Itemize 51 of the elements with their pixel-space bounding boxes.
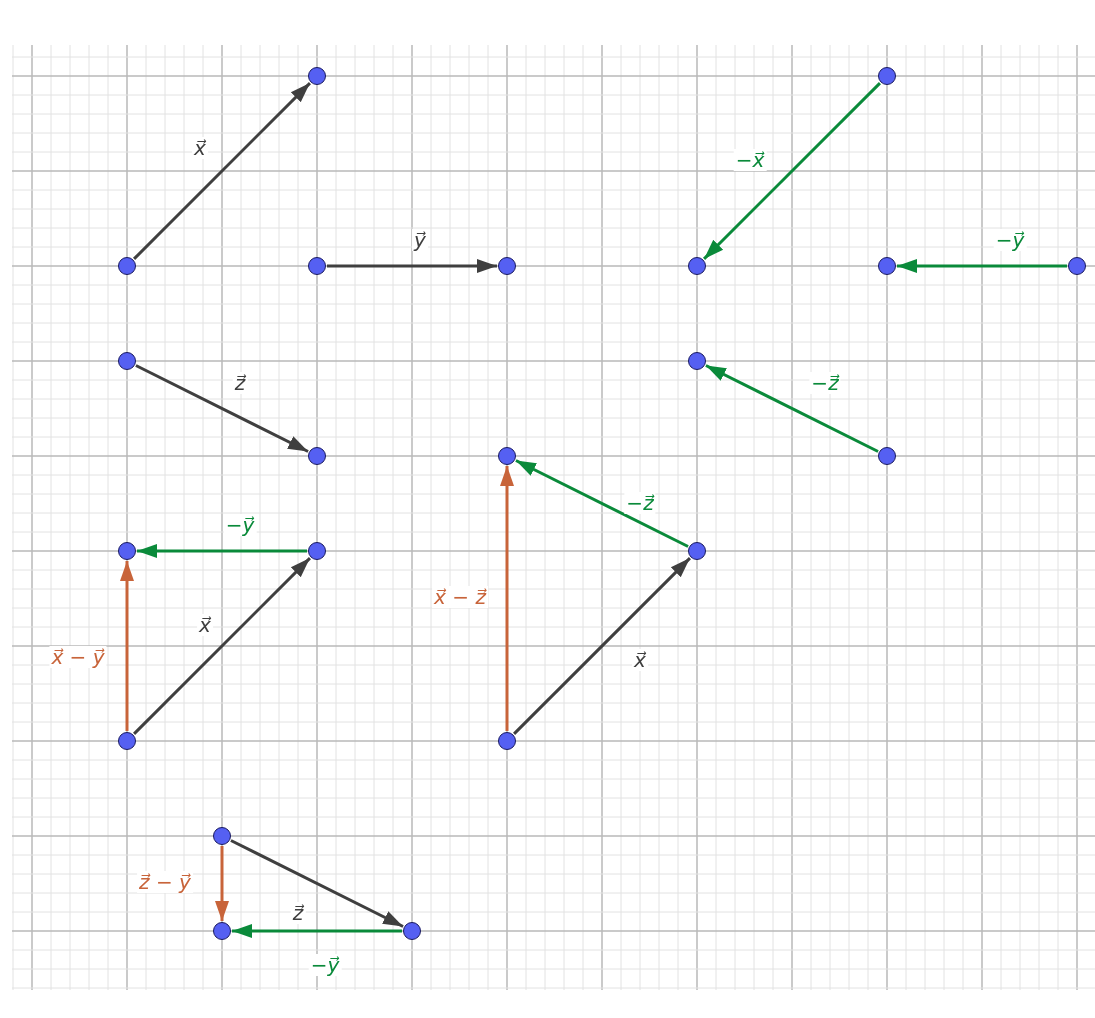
point-dot xyxy=(118,542,136,560)
vector-label: −y⃗ xyxy=(308,954,342,976)
vector-arrow xyxy=(230,839,404,928)
vector-label: z⃗ − y⃗ xyxy=(137,871,193,893)
vector-label: y⃗ xyxy=(412,229,428,251)
vector-arrow xyxy=(513,557,691,735)
point-dot xyxy=(308,67,326,85)
vector-label: x⃗ − y⃗ xyxy=(49,646,107,668)
vector-arrow xyxy=(703,82,881,260)
vector-arrow xyxy=(500,466,514,731)
point-dot xyxy=(498,257,516,275)
point-dot xyxy=(878,447,896,465)
point-dot xyxy=(878,67,896,85)
point-dot xyxy=(498,732,516,750)
vector-arrow xyxy=(133,557,311,735)
point-dot xyxy=(118,352,136,370)
point-dot xyxy=(498,447,516,465)
point-dot xyxy=(878,257,896,275)
vector-label: x⃗ xyxy=(197,614,213,636)
point-dot xyxy=(118,732,136,750)
point-dot xyxy=(403,922,421,940)
vector-arrow xyxy=(120,561,134,731)
vector-label: −y⃗ xyxy=(993,229,1027,251)
point-dot xyxy=(213,922,231,940)
vector-arrow xyxy=(515,459,689,548)
vector-label: −y⃗ xyxy=(223,514,257,536)
vector-label: z⃗ xyxy=(232,372,248,394)
point-dot xyxy=(688,352,706,370)
vector-label: −z⃗ xyxy=(809,372,841,394)
point-dot xyxy=(688,257,706,275)
vector-label: −x⃗ xyxy=(733,149,767,171)
point-dot xyxy=(1068,257,1086,275)
point-dot xyxy=(308,257,326,275)
point-dot xyxy=(308,447,326,465)
point-dot xyxy=(213,827,231,845)
vector-arrow xyxy=(215,846,229,921)
point-dot xyxy=(308,542,326,560)
vector-label: x⃗ − z⃗ xyxy=(432,586,488,608)
point-dot xyxy=(118,257,136,275)
vector-arrow xyxy=(327,259,497,273)
vector-arrow xyxy=(232,924,402,938)
vector-arrow xyxy=(135,364,309,453)
vector-arrow xyxy=(705,364,879,453)
vector-arrow xyxy=(133,82,311,260)
vector-label: z⃗ xyxy=(290,902,306,924)
vector-label: −z⃗ xyxy=(624,492,656,514)
point-dot xyxy=(688,542,706,560)
vector-arrow xyxy=(137,544,307,558)
vector-label: x⃗ xyxy=(632,649,648,671)
vector-label: x⃗ xyxy=(192,137,208,159)
vector-arrow xyxy=(897,259,1067,273)
